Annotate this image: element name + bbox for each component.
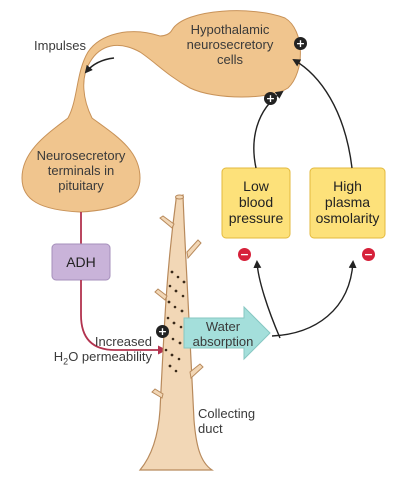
collecting-duct-shape (138, 194, 214, 471)
high-plasma-osmolarity-label: High plasma osmolarity (310, 178, 385, 226)
hypothalamic-line-2: neurosecretory (186, 37, 274, 52)
plus-sign-duct: + (156, 325, 169, 338)
duct-branch (159, 215, 175, 229)
impulses-arrow (84, 57, 115, 74)
low-bp-line-1: Low (243, 178, 269, 194)
low-bp-line-3: pressure (228, 210, 284, 226)
water-absorption-arrow (183, 305, 271, 361)
increased-permeability-label: Increased H2O permeability (2, 334, 152, 370)
duct-branch (186, 239, 202, 260)
high-osm-line-1: High (333, 178, 362, 194)
high-osm-line-3: osmolarity (315, 210, 380, 226)
high-osm-to-hypothalamus-arrow (292, 58, 353, 169)
low-bp-line-2: blood (238, 194, 274, 210)
minus-sign-high-osm: − (362, 248, 375, 261)
terminals-line-2: terminals in (47, 163, 115, 178)
high-plasma-osmolarity-box (309, 167, 386, 239)
low-blood-pressure-label: Low blood pressure (222, 178, 290, 226)
collecting-line-2: duct (198, 421, 223, 436)
adh-label: ADH (66, 254, 96, 270)
aquaporin-dots (164, 270, 186, 373)
duct-top (175, 194, 184, 200)
neurosecretory-terminals-label: Neurosecretory terminals in pituitary (28, 148, 134, 193)
terminals-line-3: pituitary (58, 178, 104, 193)
low-blood-pressure-box (221, 167, 291, 239)
collecting-duct-label: Collecting duct (198, 406, 255, 436)
h2o-prefix: H (53, 349, 64, 364)
feedback-to-high-osm-arrow (271, 260, 357, 337)
water-line-1: Water (205, 319, 241, 334)
increased-line: Increased (94, 334, 152, 349)
hypothalamic-line-1: Hypothalamic (190, 22, 270, 37)
h2o-permeability-line: H2O permeability (2, 349, 152, 370)
plus-sign-hypothalamus-low: + (264, 92, 277, 105)
collecting-line-1: Collecting (198, 406, 256, 421)
water-absorption-label: Water absorption (182, 319, 264, 349)
minus-sign-low-bp: − (238, 248, 251, 261)
h2o-suffix: O permeability (68, 349, 152, 364)
duct-branch (154, 288, 168, 301)
plus-sign-hypothalamus-top: + (294, 37, 307, 50)
terminals-line-1: Neurosecretory (36, 148, 126, 163)
hypothalamic-line-3: cells (216, 52, 243, 67)
high-osm-line-2: plasma (324, 194, 371, 210)
duct-branch (189, 363, 204, 379)
h2o-subscript: 2 (63, 356, 69, 367)
duct-branch (151, 388, 164, 399)
hypothalamic-cells-label: Hypothalamic neurosecretory cells (178, 22, 282, 67)
neuron-shape (21, 10, 301, 213)
feedback-to-low-bp-arrow (253, 260, 281, 339)
adh-to-duct-arrow (80, 280, 167, 355)
water-line-2: absorption (192, 334, 254, 349)
impulses-label: Impulses (34, 38, 87, 53)
